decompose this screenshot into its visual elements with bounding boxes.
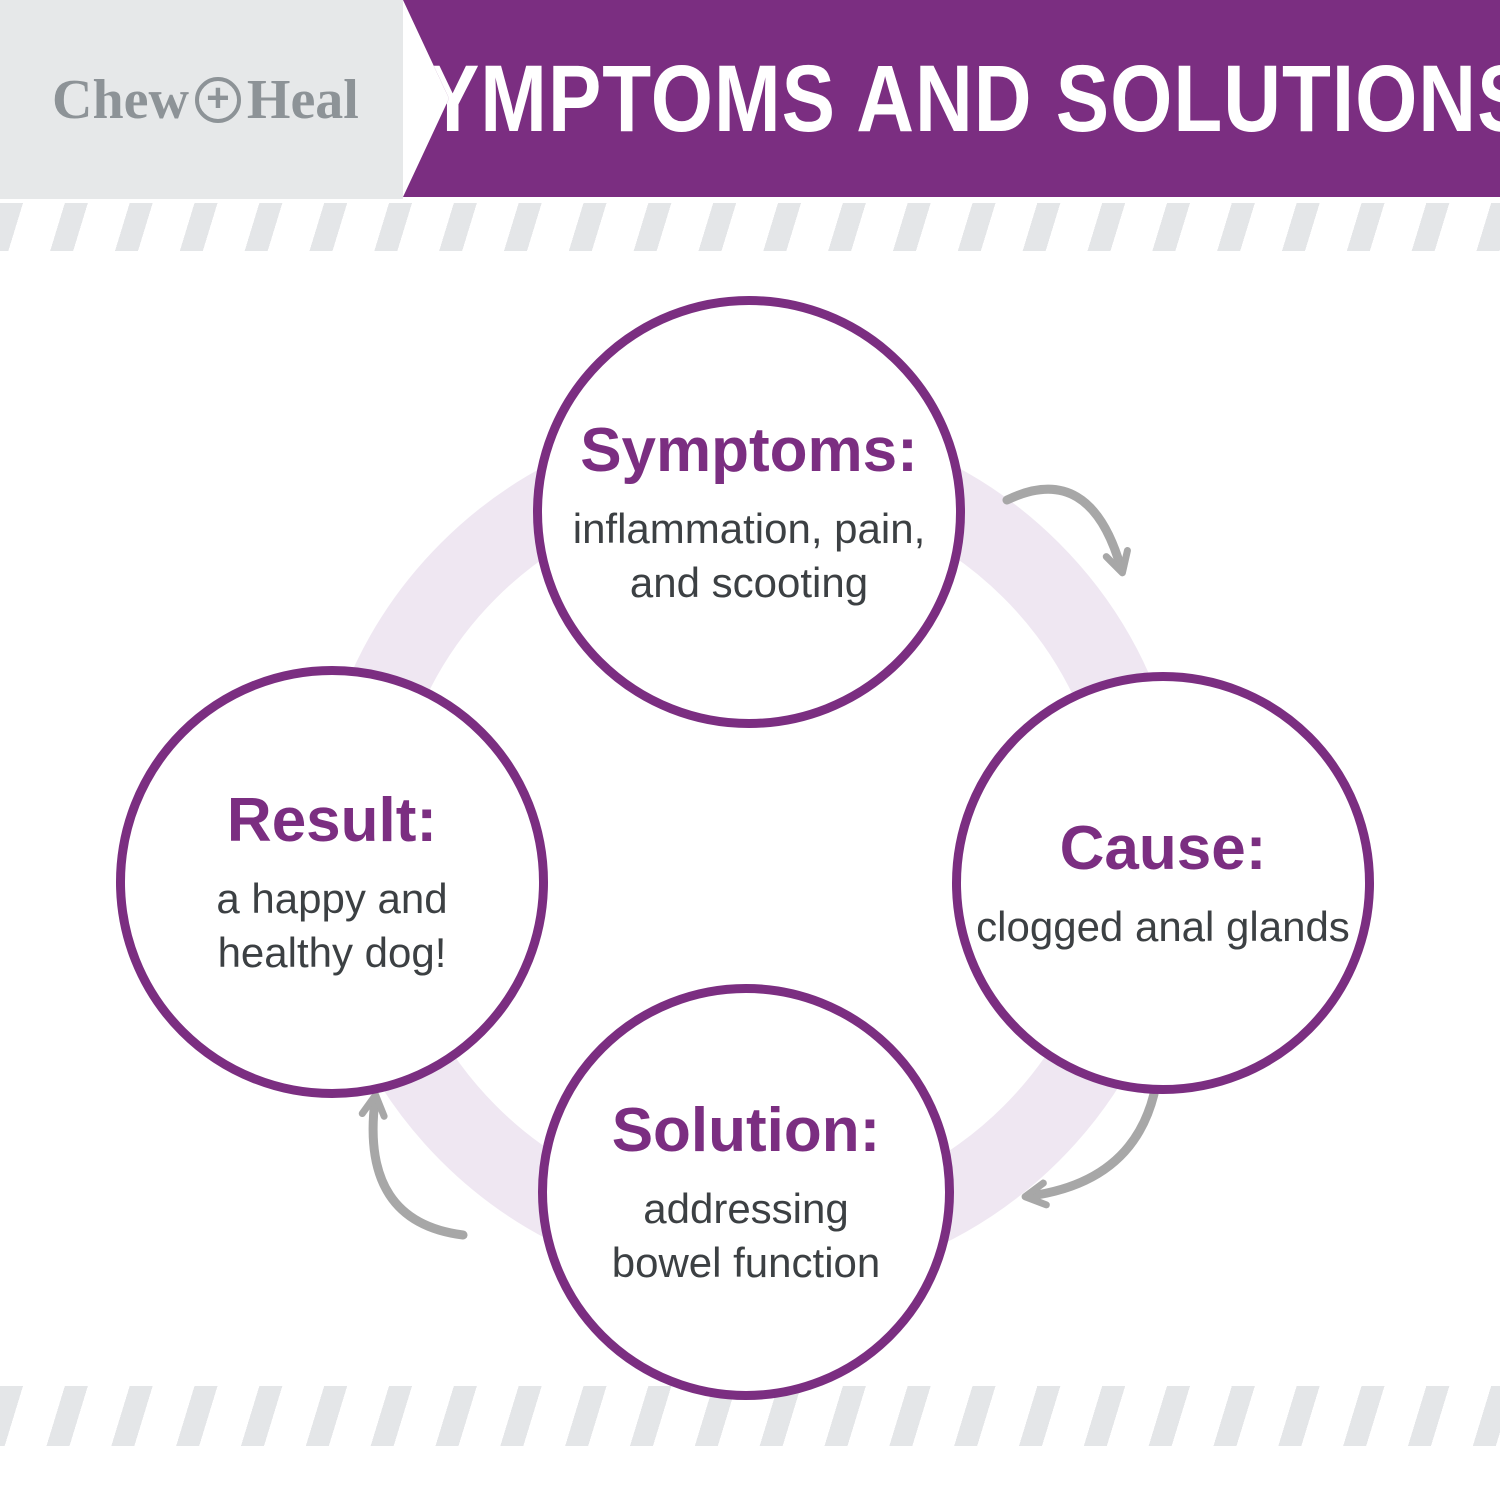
page-title: SYMPTOMS AND SOLUTIONS: [371, 45, 1500, 151]
node-symptoms-body: inflammation, pain, and scooting: [572, 504, 926, 606]
curved-arrow-solution-to-result-icon: [358, 1091, 468, 1240]
node-cause: Cause: clogged anal glands: [952, 672, 1374, 1094]
node-result-title: Result:: [226, 785, 438, 855]
node-solution-body: addressing bowel function: [611, 1184, 881, 1286]
node-result: Result: a happy and healthy dog!: [116, 666, 548, 1098]
stripe-band-top: [0, 203, 1500, 251]
node-result-body: a happy and healthy dog!: [216, 874, 448, 976]
node-cause-body: clogged anal glands: [976, 902, 1350, 950]
curved-arrow-cause-to-solution-icon: [1021, 1089, 1159, 1209]
logo-word-heal: Heal: [246, 68, 359, 131]
node-solution-title: Solution:: [611, 1095, 881, 1165]
plus-glyph: +: [206, 76, 230, 120]
header-banner: SYMPTOMS AND SOLUTIONS: [403, 0, 1500, 197]
node-symptoms-title: Symptoms:: [580, 415, 918, 485]
curved-arrow-symptoms-to-cause-icon: [1002, 484, 1131, 577]
brand-logo: Chew + Heal: [52, 68, 359, 132]
logo-word-chew: Chew: [52, 68, 189, 131]
node-symptoms: Symptoms: inflammation, pain, and scooti…: [533, 296, 965, 728]
node-solution: Solution: addressing bowel function: [538, 984, 954, 1400]
node-cause-title: Cause:: [1059, 813, 1267, 883]
logo-box: Chew + Heal: [0, 0, 403, 199]
plus-in-circle-icon: +: [194, 76, 241, 123]
